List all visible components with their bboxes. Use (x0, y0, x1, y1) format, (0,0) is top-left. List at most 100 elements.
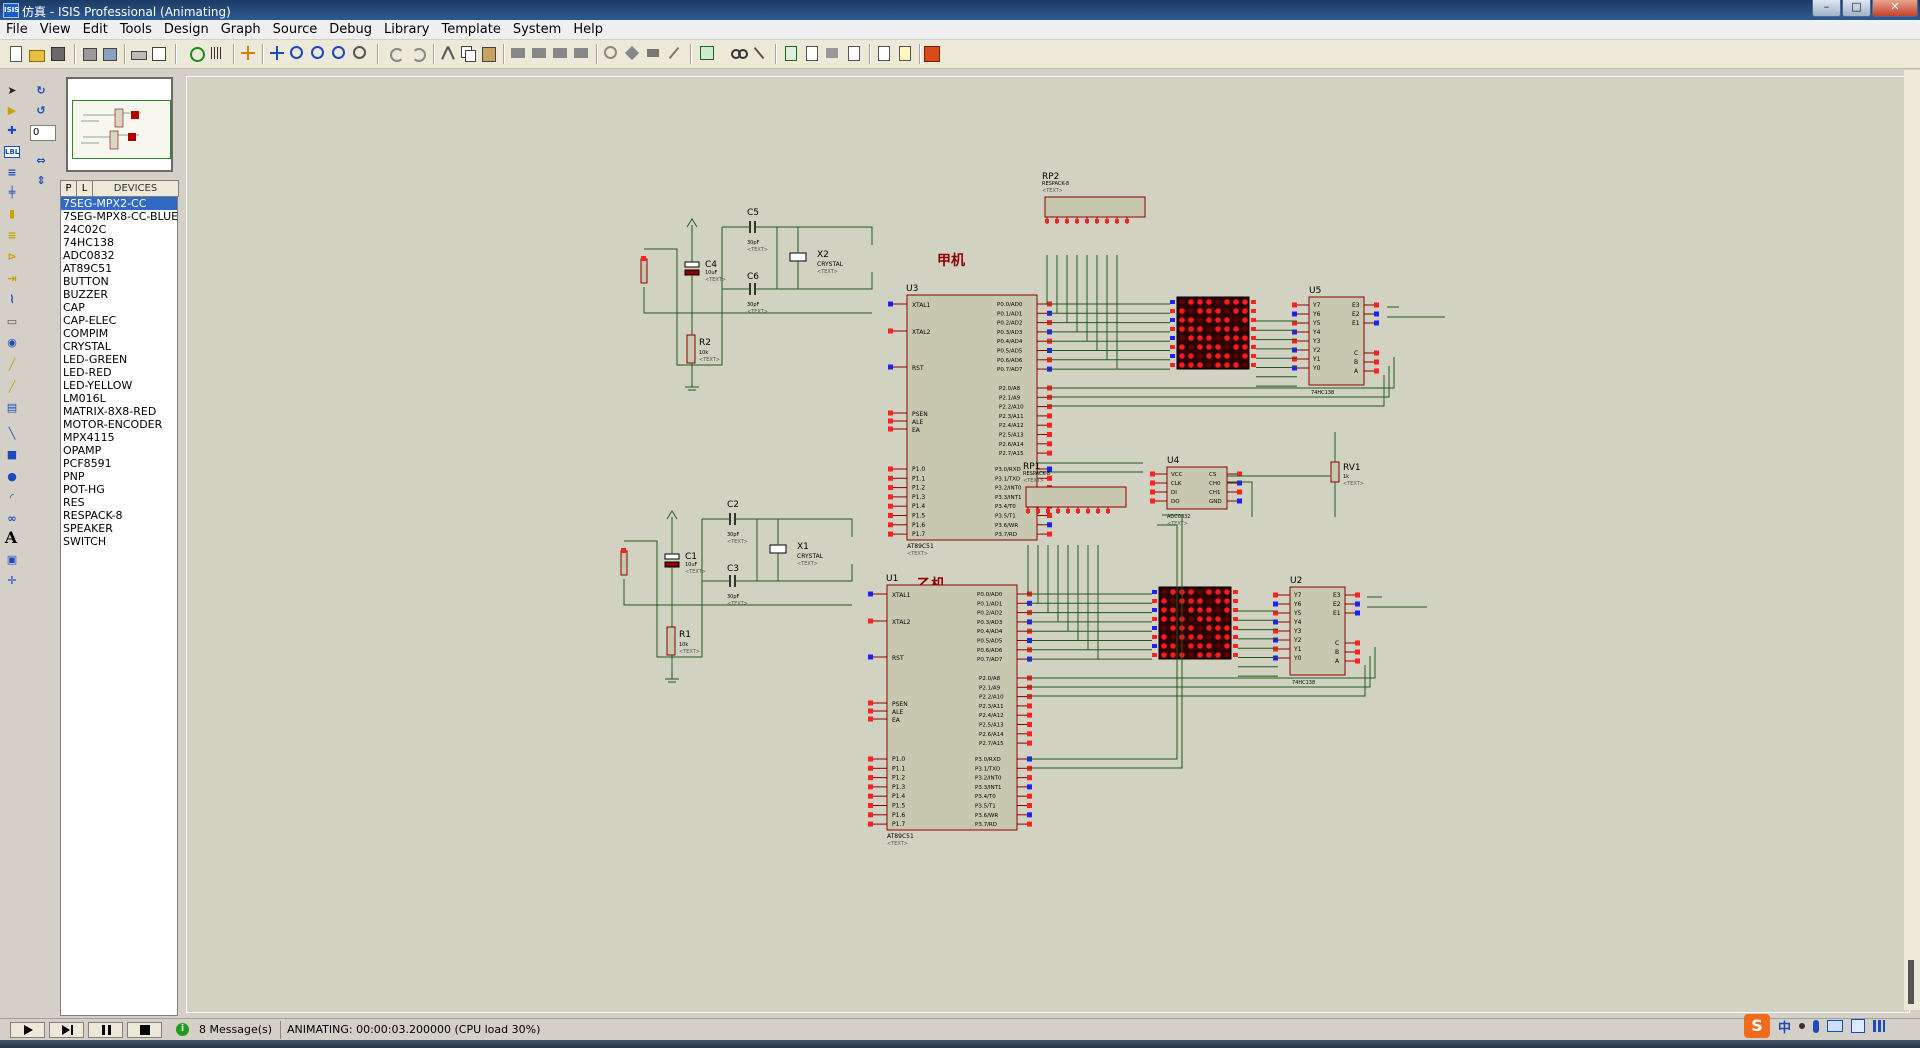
exit-to-parent-icon[interactable] (825, 46, 840, 61)
current-probe-icon[interactable]: ╱ (8, 380, 16, 393)
block-rotate-icon[interactable] (553, 46, 568, 61)
rotate-anticlockwise-icon[interactable]: ↺ (36, 104, 46, 117)
ares-icon[interactable] (924, 46, 940, 62)
schematic-drawing[interactable]: 甲机C530pF<TEXT>C630pF<TEXT>X2CRYSTAL<TEXT… (187, 77, 1909, 1012)
property-tool-icon[interactable] (752, 46, 767, 61)
terminals-mode-icon[interactable]: ≡ (7, 229, 17, 242)
ime-tools-icon[interactable] (1873, 1020, 1886, 1032)
marker-2d-icon[interactable]: ✛ (7, 574, 17, 587)
device-item[interactable]: MOTOR-ENCODER (63, 418, 163, 431)
device-item[interactable]: POT-HG (63, 483, 105, 496)
device-item[interactable]: BUZZER (63, 288, 109, 301)
device-item[interactable]: LED-YELLOW (63, 379, 133, 392)
device-item[interactable]: CRYSTAL (63, 340, 111, 353)
device-item[interactable]: RES (63, 496, 85, 509)
virtual-instruments-icon[interactable]: ▤ (6, 401, 18, 414)
voltage-probe-icon[interactable]: ╱ (8, 358, 16, 371)
block-move-icon[interactable] (532, 46, 547, 61)
zoom-area-icon[interactable] (353, 46, 368, 61)
generator-mode-icon[interactable]: ◉ (7, 336, 17, 349)
rotate-clockwise-icon[interactable]: ↻ (36, 84, 46, 97)
zoom-out-icon[interactable] (311, 46, 326, 61)
label-mode-icon[interactable]: LBL (4, 146, 20, 158)
device-item[interactable]: OPAMP (63, 444, 102, 457)
device-item[interactable]: CAP (63, 301, 85, 314)
zoom-in-icon[interactable] (290, 46, 305, 61)
component-mode-icon[interactable]: ▶ (7, 104, 17, 117)
device-item[interactable]: AT89C51 (63, 262, 113, 275)
ime-skin-icon[interactable] (1851, 1019, 1866, 1033)
menu-help[interactable]: Help (573, 22, 603, 37)
import-icon[interactable] (82, 46, 97, 61)
microphone-icon[interactable] (1813, 1019, 1820, 1033)
menu-system[interactable]: System (512, 22, 562, 37)
maximize-button[interactable]: □ (1842, 0, 1871, 17)
device-item[interactable]: LM016L (63, 392, 106, 405)
device-item[interactable]: 7SEG-MPX2-CC (61, 197, 177, 210)
device-item[interactable]: SPEAKER (63, 522, 113, 535)
new-sheet-icon[interactable] (783, 46, 798, 61)
paste-icon[interactable] (481, 46, 496, 62)
new-file-icon[interactable] (8, 46, 23, 62)
message-count[interactable]: 8 Message(s) (199, 1023, 273, 1036)
mirror-x-icon[interactable]: ⇔ (36, 154, 46, 167)
mirror-y-icon[interactable]: ⇕ (36, 174, 46, 187)
rotation-input[interactable]: 0 (30, 125, 56, 141)
library-manager-button[interactable]: L (76, 180, 93, 197)
keyboard-icon[interactable] (1827, 1020, 1844, 1032)
zoom-all-icon[interactable] (332, 46, 347, 61)
menu-edit[interactable]: Edit (82, 22, 108, 37)
device-item[interactable]: 24C02C (63, 223, 107, 236)
menu-template[interactable]: Template (441, 22, 501, 37)
pin-mode-icon[interactable]: ⊳ (7, 250, 17, 263)
redo-icon[interactable] (410, 46, 426, 62)
menu-tools[interactable]: Tools (119, 22, 152, 37)
text-script-mode-icon[interactable]: ≡ (7, 166, 17, 179)
ime-punctuation-icon[interactable] (1799, 1023, 1806, 1029)
menu-debug[interactable]: Debug (329, 22, 373, 37)
device-item[interactable]: MATRIX-8X8-RED (63, 405, 157, 418)
menu-source[interactable]: Source (272, 22, 318, 37)
selection-mode-icon[interactable]: ➤ (7, 84, 17, 97)
remove-sheet-icon[interactable] (804, 46, 819, 61)
copy-icon[interactable] (461, 46, 476, 62)
scroll-thumb[interactable] (1908, 960, 1914, 1004)
block-delete-icon[interactable] (574, 46, 589, 61)
device-item[interactable]: SWITCH (63, 535, 107, 548)
tape-recorder-icon[interactable]: ▭ (6, 315, 18, 328)
package-tool-icon[interactable] (646, 46, 661, 61)
wire-autoroute-icon[interactable] (700, 46, 715, 61)
device-item[interactable]: ADC0832 (63, 249, 115, 262)
device-item[interactable]: CAP-ELEC (63, 314, 117, 327)
menu-graph[interactable]: Graph (220, 22, 261, 37)
device-item[interactable]: RESPACK-8 (63, 509, 123, 522)
graph-mode-icon[interactable]: ⌇ (9, 293, 15, 306)
circle-2d-icon[interactable]: ● (7, 470, 17, 483)
minimize-button[interactable]: – (1812, 0, 1841, 17)
vertical-scrollbar[interactable] (1904, 70, 1920, 1010)
cut-icon[interactable] (441, 46, 456, 61)
path-2d-icon[interactable]: ∞ (7, 512, 17, 525)
overview-window[interactable] (66, 77, 173, 172)
ime-language[interactable]: 中 (1778, 1020, 1792, 1036)
make-device-icon[interactable] (624, 45, 640, 61)
text-2d-icon[interactable]: A (4, 528, 18, 547)
grid-icon[interactable] (210, 46, 225, 61)
ime-logo[interactable]: S (1744, 1014, 1770, 1038)
refresh-icon[interactable] (189, 46, 205, 62)
device-item[interactable]: LED-RED (63, 366, 112, 379)
pause-button[interactable] (88, 1022, 123, 1038)
box-2d-icon[interactable]: ■ (6, 448, 18, 461)
decompose-icon[interactable] (667, 46, 682, 61)
save-icon[interactable] (50, 46, 65, 61)
device-item[interactable]: BUTTON (63, 275, 109, 288)
message-ok-icon[interactable]: i (176, 1023, 189, 1036)
search-tag-icon[interactable] (731, 46, 748, 61)
block-copy-icon[interactable] (511, 46, 526, 61)
buses-mode-icon[interactable]: ╪ (8, 186, 16, 199)
print-area-icon[interactable] (151, 46, 166, 61)
junction-mode-icon[interactable]: ✚ (7, 124, 17, 137)
origin-icon[interactable] (241, 46, 256, 61)
device-item[interactable]: MPX4115 (63, 431, 115, 444)
